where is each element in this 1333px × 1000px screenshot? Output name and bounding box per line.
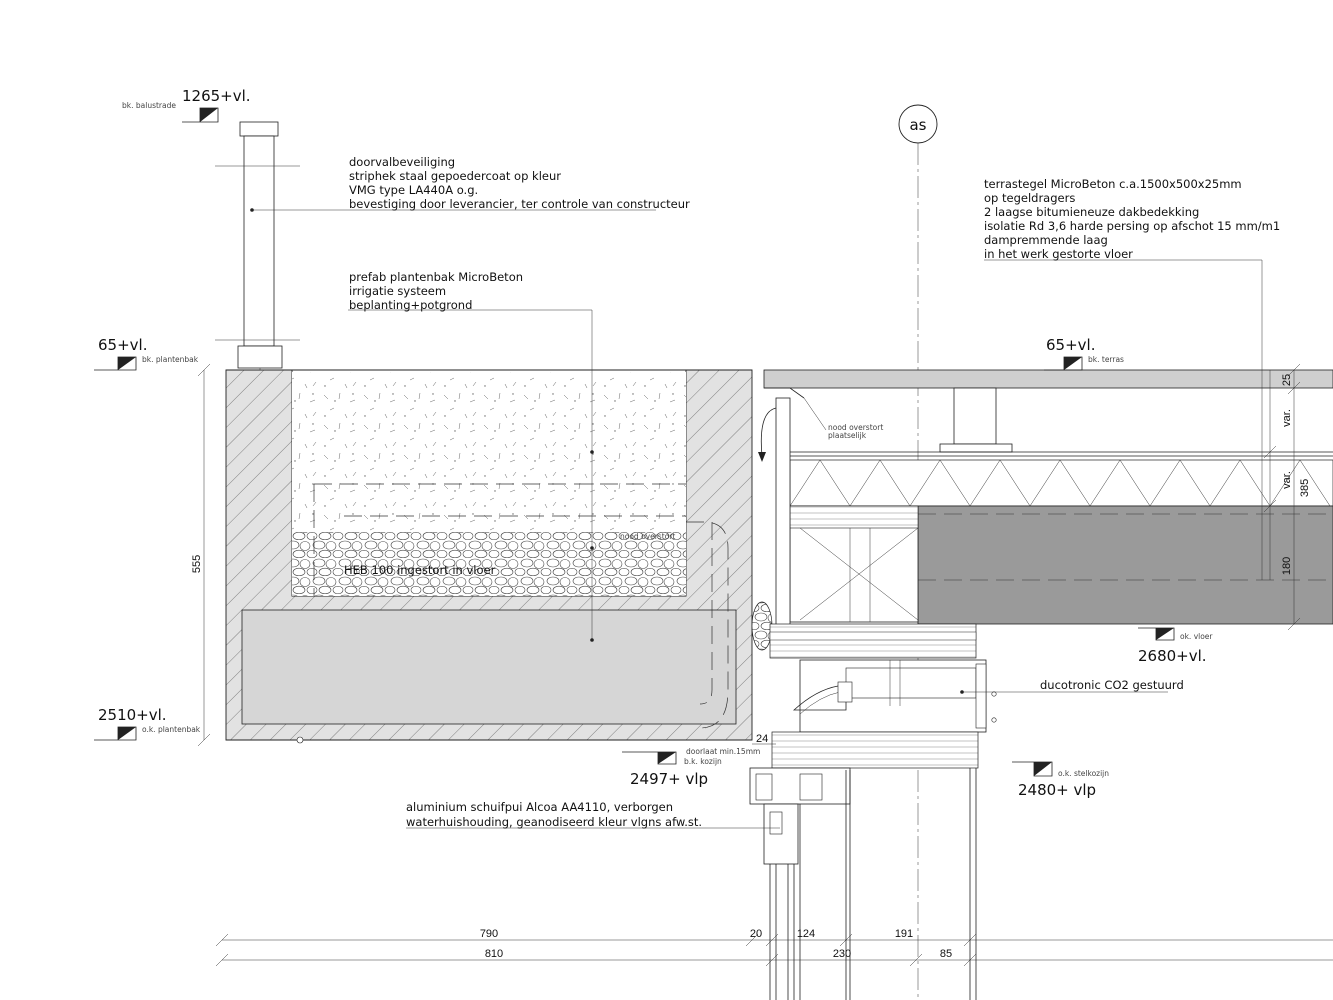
level-stelkozijn: 2480+ vlp o.k. stelkozijn: [1012, 761, 1109, 799]
dim-555: 555: [191, 555, 203, 573]
note-nood-overstort-1: nood overstort: [828, 423, 883, 432]
level-value: 2480+ vlp: [1018, 781, 1096, 799]
svg-text:85: 85: [940, 948, 952, 960]
balustrade-post: [215, 121, 300, 410]
note-plantenbak: prefab plantenbak MicroBeton irrigatie s…: [349, 270, 523, 312]
svg-text:op tegeldragers: op tegeldragers: [984, 191, 1075, 205]
level-value: 2510+vl.: [98, 706, 167, 724]
level-plantenbak-top: 65+vl. bk. plantenbak: [94, 336, 199, 371]
svg-text:beplanting+potgrond: beplanting+potgrond: [349, 298, 472, 312]
svg-text:24: 24: [756, 733, 768, 745]
concrete-slab: [917, 505, 1333, 625]
svg-text:irrigatie systeem: irrigatie systeem: [349, 284, 446, 298]
svg-text:aluminium schuifpui Alcoa AA41: aluminium schuifpui Alcoa AA4110, verbor…: [406, 800, 673, 814]
axis-label: as: [909, 116, 926, 134]
level-sub: ok. vloer: [1180, 632, 1213, 641]
level-value: 65+vl.: [98, 336, 147, 354]
svg-text:230: 230: [833, 948, 851, 960]
planter-soil: [292, 372, 686, 532]
dimension-right: 25 var. var. 385 180: [1263, 363, 1311, 631]
svg-text:25: 25: [1281, 374, 1293, 386]
level-value: 65+vl.: [1046, 336, 1095, 354]
note-terras: terrastegel MicroBeton c.a.1500x500x25mm…: [984, 177, 1280, 261]
svg-text:terrastegel MicroBeton c.a.150: terrastegel MicroBeton c.a.1500x500x25mm: [984, 177, 1242, 191]
level-value: 2680+vl.: [1138, 647, 1207, 665]
planter-drainage: [292, 532, 686, 596]
level-terras: 65+vl. bk. terras: [1044, 336, 1124, 371]
dimension-height: 555: [191, 363, 211, 747]
svg-text:doorvalbeveiliging: doorvalbeveiliging: [349, 155, 455, 169]
svg-text:dampremmende laag: dampremmende laag: [984, 233, 1108, 247]
svg-text:810: 810: [485, 948, 503, 960]
note-nood-overstort-1b: plaatselijk: [828, 431, 867, 440]
level-value: 1265+vl.: [182, 87, 251, 105]
svg-text:124: 124: [797, 928, 815, 940]
svg-text:790: 790: [480, 928, 498, 940]
grid-axis: as: [898, 104, 938, 1000]
level-sub: bk. balustrade: [122, 101, 176, 110]
level-sub: bk. plantenbak: [142, 355, 199, 364]
svg-text:var.: var.: [1281, 409, 1293, 427]
note-nood-overstort-2: nood overstort: [620, 532, 675, 541]
note-schuifpui: aluminium schuifpui Alcoa AA4110, verbor…: [406, 800, 702, 829]
level-plantenbak-bottom: 2510+vl. o.k. plantenbak: [94, 706, 201, 741]
level-sub: bk. terras: [1088, 355, 1124, 364]
svg-text:in het werk gestorte vloer: in het werk gestorte vloer: [984, 247, 1133, 261]
insulation: [789, 459, 1333, 507]
dimension-24: 24: [752, 733, 776, 745]
level-kozijn: 2497+ vlp b.k. kozijn: [622, 751, 722, 788]
note-doorlaat: doorlaat min.15mm: [686, 747, 760, 756]
dimension-row-2: 810 230 85: [215, 948, 1333, 967]
svg-text:191: 191: [895, 928, 913, 940]
leaders: [250, 208, 1263, 829]
level-sub: o.k. plantenbak: [142, 725, 201, 734]
svg-text:385: 385: [1299, 479, 1311, 497]
seal-profile: [751, 601, 773, 651]
level-value: 2497+ vlp: [630, 770, 708, 788]
planter-base: [241, 609, 737, 725]
svg-text:180: 180: [1281, 557, 1293, 575]
svg-text:striphek staal gepoedercoat op: striphek staal gepoedercoat op kleur: [349, 169, 561, 183]
level-vloer: 2680+vl. ok. vloer: [1138, 627, 1213, 665]
svg-text:isolatie Rd 3,6 harde persing: isolatie Rd 3,6 harde persing op afschot…: [984, 219, 1280, 233]
window-frame: [749, 659, 997, 1000]
svg-text:bevestiging door leverancier,: bevestiging door leverancier, ter contro…: [349, 197, 690, 211]
note-ducotronic: ducotronic CO2 gestuurd: [1040, 678, 1184, 692]
terrace-buildup: [758, 369, 1333, 659]
planter-box: [225, 310, 753, 744]
svg-text:20: 20: [750, 928, 762, 940]
svg-text:prefab plantenbak MicroBeton: prefab plantenbak MicroBeton: [349, 270, 523, 284]
svg-text:VMG type LA440A o.g.: VMG type LA440A o.g.: [349, 183, 478, 197]
svg-text:var.: var.: [1281, 471, 1293, 489]
dimension-row-1: 790 20 124 191: [215, 928, 1333, 947]
svg-text:waterhuishouding, geanodiseerd: waterhuishouding, geanodiseerd kleur vlg…: [406, 815, 702, 829]
note-doorvalbeveiliging: doorvalbeveiliging striphek staal gepoed…: [349, 155, 690, 211]
svg-text:2 laagse bitumieneuze dakbedek: 2 laagse bitumieneuze dakbedekking: [984, 205, 1199, 219]
level-balustrade: 1265+vl. bk. balustrade: [122, 87, 251, 123]
level-sub: b.k. kozijn: [684, 757, 722, 766]
level-sub: o.k. stelkozijn: [1058, 769, 1109, 778]
terrace-tile: [763, 369, 1333, 389]
note-heb: HEB 100 ingestort in vloer: [344, 563, 496, 577]
